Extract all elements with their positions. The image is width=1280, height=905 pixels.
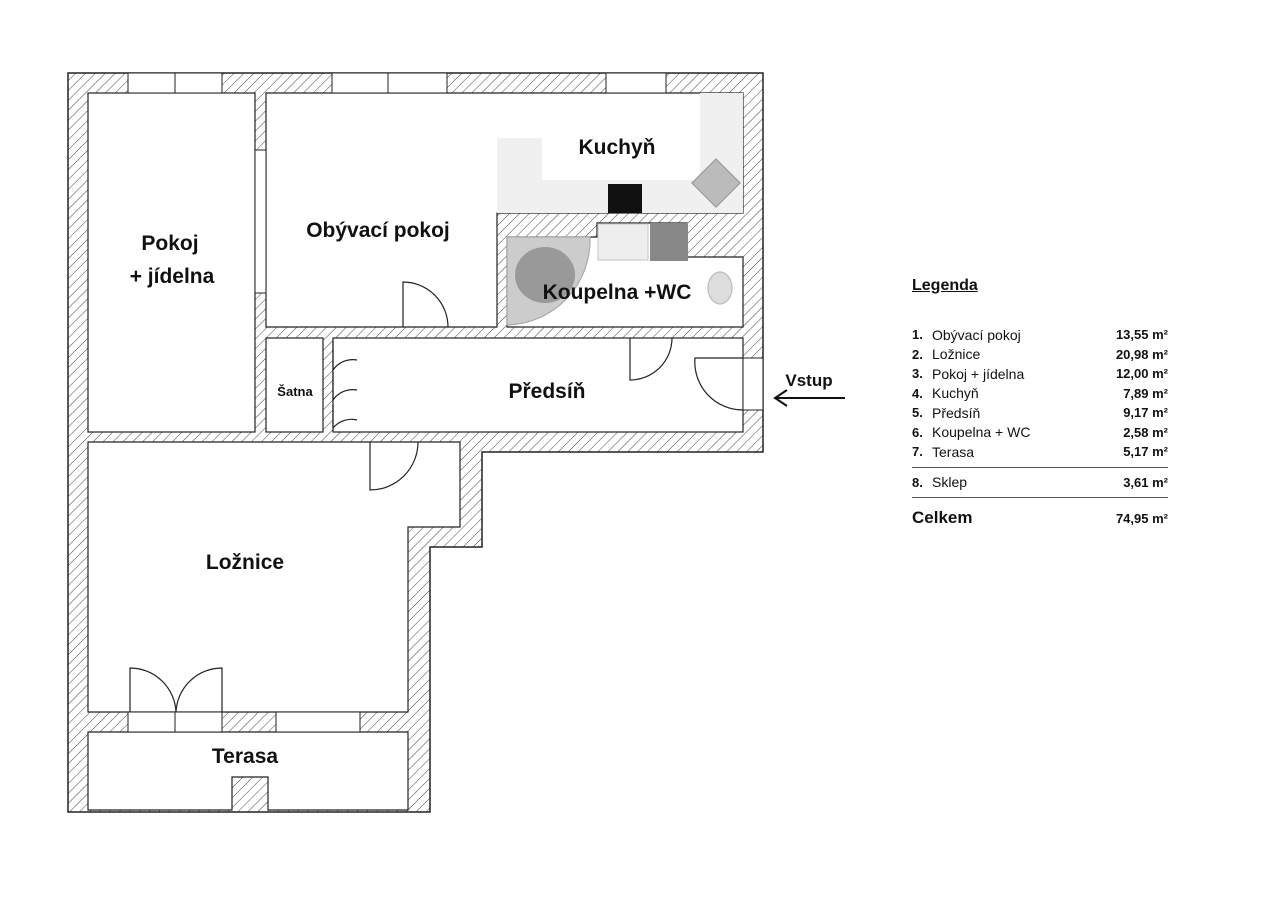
legend-area: 7,89 m²: [1123, 385, 1168, 401]
room-predsin: [332, 337, 744, 433]
legend-num: 5.: [912, 405, 923, 421]
label-kuchyn: Kuchyň: [578, 136, 655, 159]
legend-name: Terasa: [932, 443, 975, 460]
kitchen-sink: [691, 158, 741, 208]
legend-area: 12,00 m²: [1115, 366, 1168, 382]
legend-num: 1.: [912, 327, 923, 343]
legend-name: Koupelna + WC: [932, 424, 1031, 441]
room-pokoj: [87, 92, 256, 433]
label-loznice: Ložnice: [206, 551, 284, 574]
room-satna: [265, 337, 324, 433]
legend-area: 13,55 m²: [1115, 327, 1168, 343]
legend-name: Předsíň: [932, 404, 981, 421]
legend-num: 6.: [912, 424, 923, 440]
legend-name: Obývací pokoj: [932, 326, 1021, 343]
legend-area: 3,61 m²: [1123, 474, 1168, 490]
floor-plan: Pokoj + jídelna Obývací pokoj Kuchyň Kou…: [67, 72, 845, 813]
label-terasa: Terasa: [212, 745, 278, 768]
label-pokoj-2: + jídelna: [130, 265, 215, 288]
cooktop: [608, 184, 642, 213]
windows: [127, 72, 764, 733]
legend-num: 3.: [912, 366, 923, 382]
legend-row: 1. Obývací pokoj 13,55 m²: [912, 325, 1168, 345]
legend-row: 3. Pokoj + jídelna 12,00 m²: [912, 364, 1168, 384]
legend-name: Kuchyň: [932, 385, 979, 402]
legend-name: Ložnice: [932, 346, 981, 363]
legend-row: 4. Kuchyň 7,89 m²: [912, 384, 1168, 404]
legend-row: 2. Ložnice 20,98 m²: [912, 345, 1168, 365]
legend-num: 7.: [912, 444, 923, 460]
legend-area: 2,58 m²: [1123, 424, 1168, 440]
legend-area: 9,17 m²: [1123, 405, 1168, 421]
legend-area: 5,17 m²: [1123, 444, 1168, 460]
legend-row: 5. Předsíň 9,17 m²: [912, 403, 1168, 423]
total-label: Celkem: [912, 508, 973, 527]
legend: Legenda 1. Obývací pokoj 13,55 m² 2. Ložnice…: [912, 277, 1168, 528]
legend-row: 7. Terasa 5,17 m²: [912, 442, 1168, 462]
bath-sink: [597, 223, 649, 261]
total-value: 74,95 m²: [1115, 510, 1168, 526]
washing-machine: [650, 223, 688, 261]
label-pokoj: Pokoj: [141, 232, 198, 255]
divider: [912, 497, 1168, 498]
legend-name: Pokoj + jídelna: [932, 365, 1025, 382]
label-satna: Šatna: [277, 384, 313, 399]
label-koupelna: Koupelna +WC: [543, 281, 692, 304]
legend-num: 8.: [912, 474, 923, 490]
divider: [912, 466, 1168, 468]
legend-num: 4.: [912, 385, 923, 401]
room-terasa: [87, 731, 409, 811]
toilet: [707, 271, 733, 305]
legend-num: 2.: [912, 346, 923, 362]
label-vstup: Vstup: [785, 371, 832, 390]
legend-row: 6. Koupelna + WC 2,58 m²: [912, 423, 1168, 443]
room-loznice: [87, 441, 461, 713]
label-predsin: Předsíň: [508, 380, 585, 403]
entry-arrow-icon: [773, 389, 845, 407]
label-obyvaci: Obývací pokoj: [306, 219, 450, 242]
legend-name: Sklep: [932, 474, 968, 491]
legend-title: Legenda: [912, 277, 978, 294]
legend-row-sklep: 8. Sklep 3,61 m²: [912, 473, 1168, 493]
legend-area: 20,98 m²: [1115, 346, 1168, 362]
legend-total: Celkem 74,95 m²: [912, 508, 1168, 528]
doors: [129, 281, 744, 713]
